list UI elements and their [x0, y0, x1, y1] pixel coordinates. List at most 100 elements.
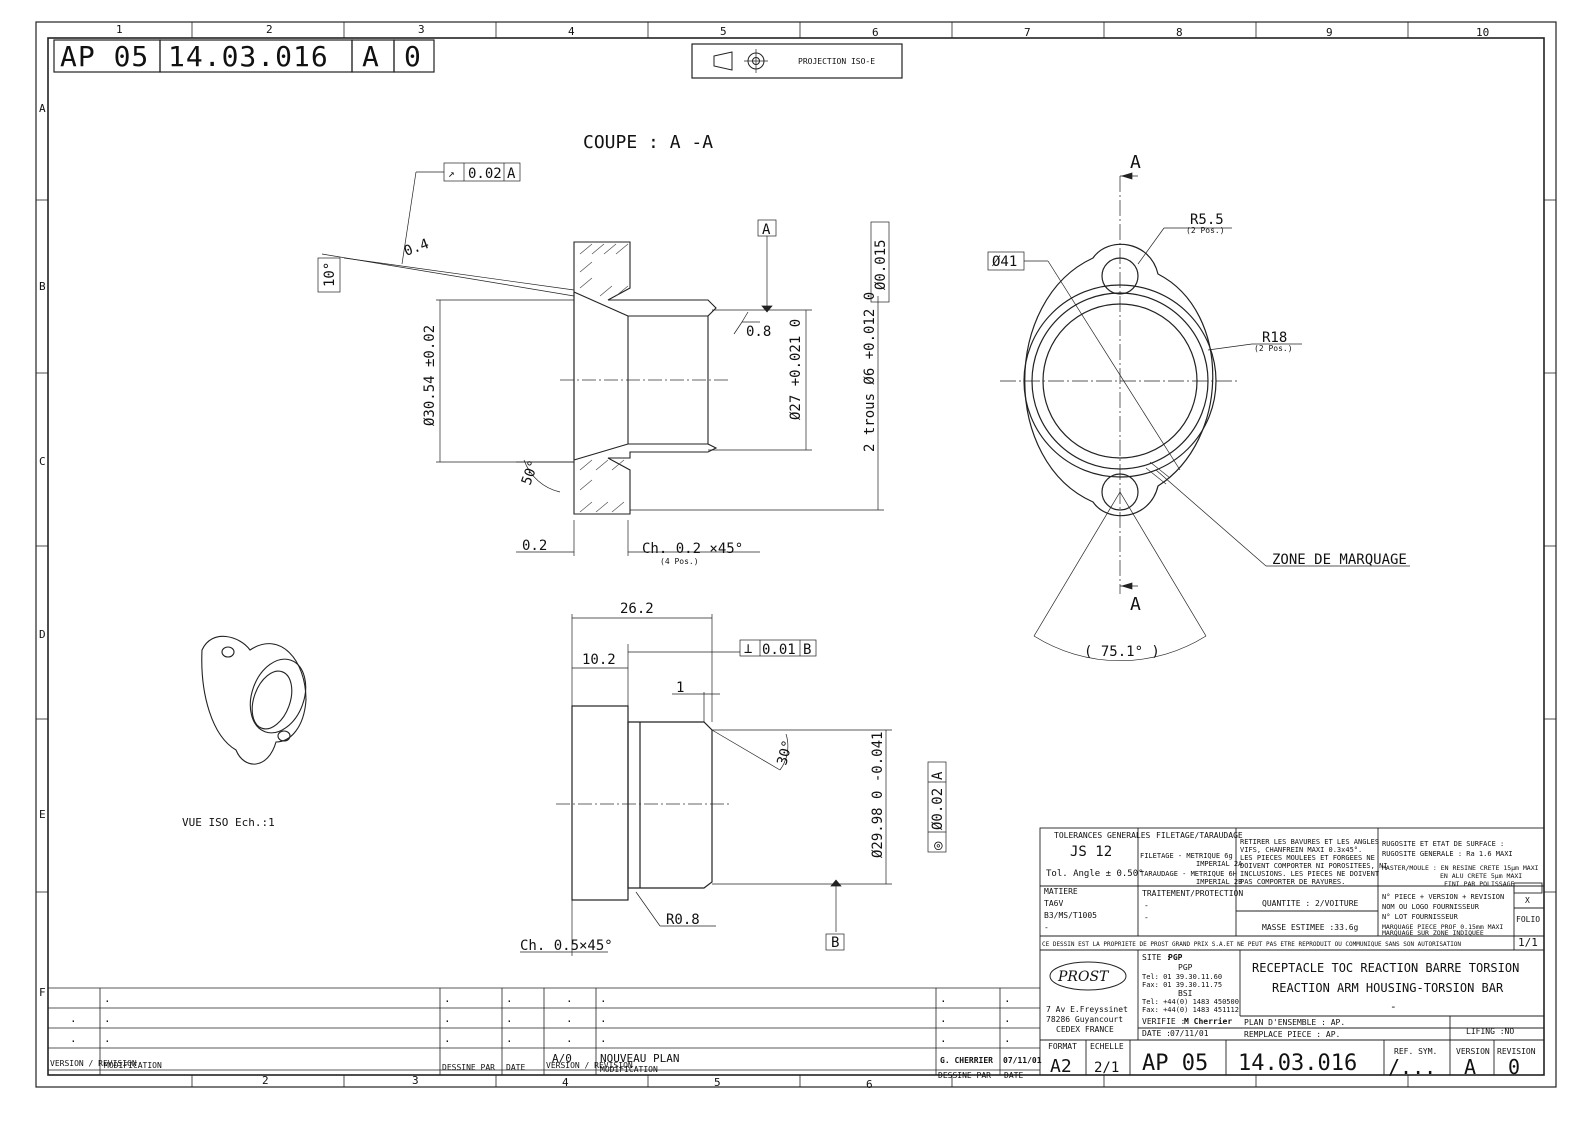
revision: 0: [1508, 1055, 1520, 1079]
dim-262: 26.2: [620, 601, 654, 617]
zone-col-2: 2: [266, 23, 273, 36]
section-view: COUPE : A -A: [317, 132, 890, 566]
pgp-fax: Fax: 01 39.30.11.75: [1142, 981, 1222, 989]
zone-bcol-2: 2: [262, 1074, 269, 1087]
conc-datum: A: [930, 771, 946, 780]
notes-5: INCLUSIONS. LES PIECES NE DOIVENT: [1240, 870, 1380, 878]
runout-symbol-icon: ↗: [448, 167, 455, 180]
lifing: LIFING :NO: [1466, 1027, 1514, 1036]
title-dash: -: [1390, 1000, 1397, 1013]
zone-bcol-5: 5: [714, 1076, 721, 1089]
traitement-1: -: [1144, 901, 1149, 910]
svg-text:.: .: [104, 992, 111, 1005]
rev-entry-version: A/0: [552, 1052, 572, 1065]
zone-ticks: [36, 22, 1556, 1087]
svg-text:.: .: [940, 1032, 947, 1045]
svg-text:.: .: [940, 992, 947, 1005]
prost-logo: [1049, 961, 1127, 991]
revision-dots: ... .. .... .... .... .. .. ..: [70, 992, 1011, 1045]
dim-r55: R5.5: [1190, 212, 1224, 228]
zone-row-E: E: [39, 808, 46, 821]
piece-3: N° LOT FOURNISSEUR: [1382, 913, 1459, 921]
site-label: SITE :: [1142, 953, 1171, 962]
zone-row-D: D: [39, 628, 46, 641]
verifie: M Cherrier: [1184, 1016, 1232, 1026]
piece-1x: X: [1525, 896, 1530, 905]
rev-col-date: DATE: [506, 1063, 525, 1072]
plan-ensemble: PLAN D'ENSEMBLE : AP.: [1244, 1018, 1345, 1027]
rev-drawn-by: G. CHERRIER: [940, 1056, 993, 1065]
title-block: [1039, 827, 1545, 1076]
folio-label: FOLIO: [1516, 915, 1540, 924]
zone-col-6: 6: [872, 26, 879, 39]
remplace: REMPLACE PIECE : AP.: [1244, 1030, 1340, 1039]
header-version: A: [362, 40, 380, 73]
zone-bcol-6: 6: [866, 1078, 873, 1091]
notes-1: RETIRER LES BAVURES ET LES ANGLES: [1240, 838, 1379, 846]
zone-col-5: 5: [720, 25, 727, 38]
ref-label: REF. SYM.: [1394, 1047, 1437, 1056]
side-view: 26.2 10.2 ⊥ 0.01 B 1 30° Ø29.98 0 -0.041…: [520, 601, 947, 956]
svg-text:.: .: [566, 1012, 573, 1025]
tol-value: JS 12: [1070, 844, 1112, 860]
rev-col-dessine2: DESSINE PAR: [938, 1071, 991, 1080]
angle-30: 30°: [774, 738, 796, 767]
svg-text:.: .: [1004, 992, 1011, 1005]
piece-5: MARQUAGE SUR ZONE INDIQUEE: [1382, 929, 1484, 937]
svg-text:.: .: [566, 992, 573, 1005]
dim-holes: 2 trous Ø6 +0.012 0: [862, 292, 878, 452]
roughness-08: 0.8: [746, 324, 771, 340]
position-tolerance: Ø0.015: [873, 239, 889, 290]
address-2: 78286 Guyancourt: [1046, 1015, 1123, 1024]
section-hatching: [579, 243, 629, 513]
zone-col-9: 9: [1326, 26, 1333, 39]
section-label-top: A: [1130, 152, 1141, 173]
front-view: A A Ø41 R5.5 (2 Pos.) R18 (2 Pos.) ZONE …: [987, 152, 1410, 662]
rev-col-modification2: MODIFICATION: [600, 1065, 658, 1074]
perpendicularity-symbol-icon: ⊥: [744, 641, 752, 657]
master-3: FINI PAR POLISSAGE: [1444, 880, 1515, 888]
zone-labels: 1 2 3 4 5 6 7 8 9 10 2 3 4 5 6 A B C D E…: [39, 23, 1489, 1091]
sheet-frame: [35, 21, 1557, 1088]
dim-r18-pos: (2 Pos.): [1254, 344, 1293, 353]
dim-dia-27: Ø27 +0.021 0: [788, 319, 804, 420]
format-label: FORMAT: [1048, 1042, 1077, 1051]
master-2: EN ALU CRETE 5µm MAXI: [1440, 872, 1522, 880]
zone-col-8: 8: [1176, 26, 1183, 39]
format: A2: [1050, 1056, 1072, 1077]
projection-label: PROJECTION ISO-E: [798, 57, 875, 66]
zone-col-7: 7: [1024, 26, 1031, 39]
dim-1: 1: [676, 680, 684, 696]
folio: 1/1: [1518, 936, 1538, 949]
svg-text:.: .: [1004, 1012, 1011, 1025]
pgp: PGP: [1178, 963, 1193, 972]
dim-r18: R18: [1262, 330, 1287, 346]
datum-a-label: A: [762, 222, 771, 238]
site: PGP: [1168, 953, 1183, 962]
angle-751: ( 75.1° ): [1084, 644, 1160, 660]
title-fr: RECEPTACLE TOC REACTION BARRE TORSION: [1252, 961, 1519, 975]
rev-col-date2: DATE: [1004, 1071, 1023, 1080]
chamfer-label: Ch. 0.2 ×45°: [642, 541, 743, 557]
piece-1: N° PIECE + VERSION + REVISION: [1382, 893, 1504, 901]
property-notice: CE DESSIN EST LA PROPRIETE DE PROST GRAN…: [1042, 941, 1461, 948]
zone-bcol-4: 4: [562, 1076, 569, 1089]
angle-10: 10°: [322, 262, 338, 287]
svg-text:.: .: [444, 992, 451, 1005]
rev-col-version2: VERSION / REVISION: [546, 1061, 633, 1070]
perp-tolerance: 0.01: [762, 642, 796, 658]
svg-text:.: .: [70, 1032, 77, 1045]
bsi-fax: Fax: +44(0) 1483 451112: [1142, 1006, 1239, 1014]
quantite: QUANTITE : 2/VOITURE: [1262, 899, 1359, 908]
zone-row-B: B: [39, 280, 46, 293]
echelle-label: ECHELLE: [1090, 1042, 1124, 1051]
version: A: [1464, 1055, 1476, 1079]
rev-col-dessine: DESSINE PAR: [442, 1063, 495, 1072]
rev-drawn-date: 07/11/01: [1003, 1056, 1042, 1065]
logo-text: PROST: [1057, 969, 1110, 985]
rev-entry-modification: NOUVEAU PLAN: [600, 1052, 679, 1065]
bsi: BSI: [1178, 989, 1193, 998]
traitement-2: -: [1144, 913, 1149, 922]
zone-col-4: 4: [568, 25, 575, 38]
